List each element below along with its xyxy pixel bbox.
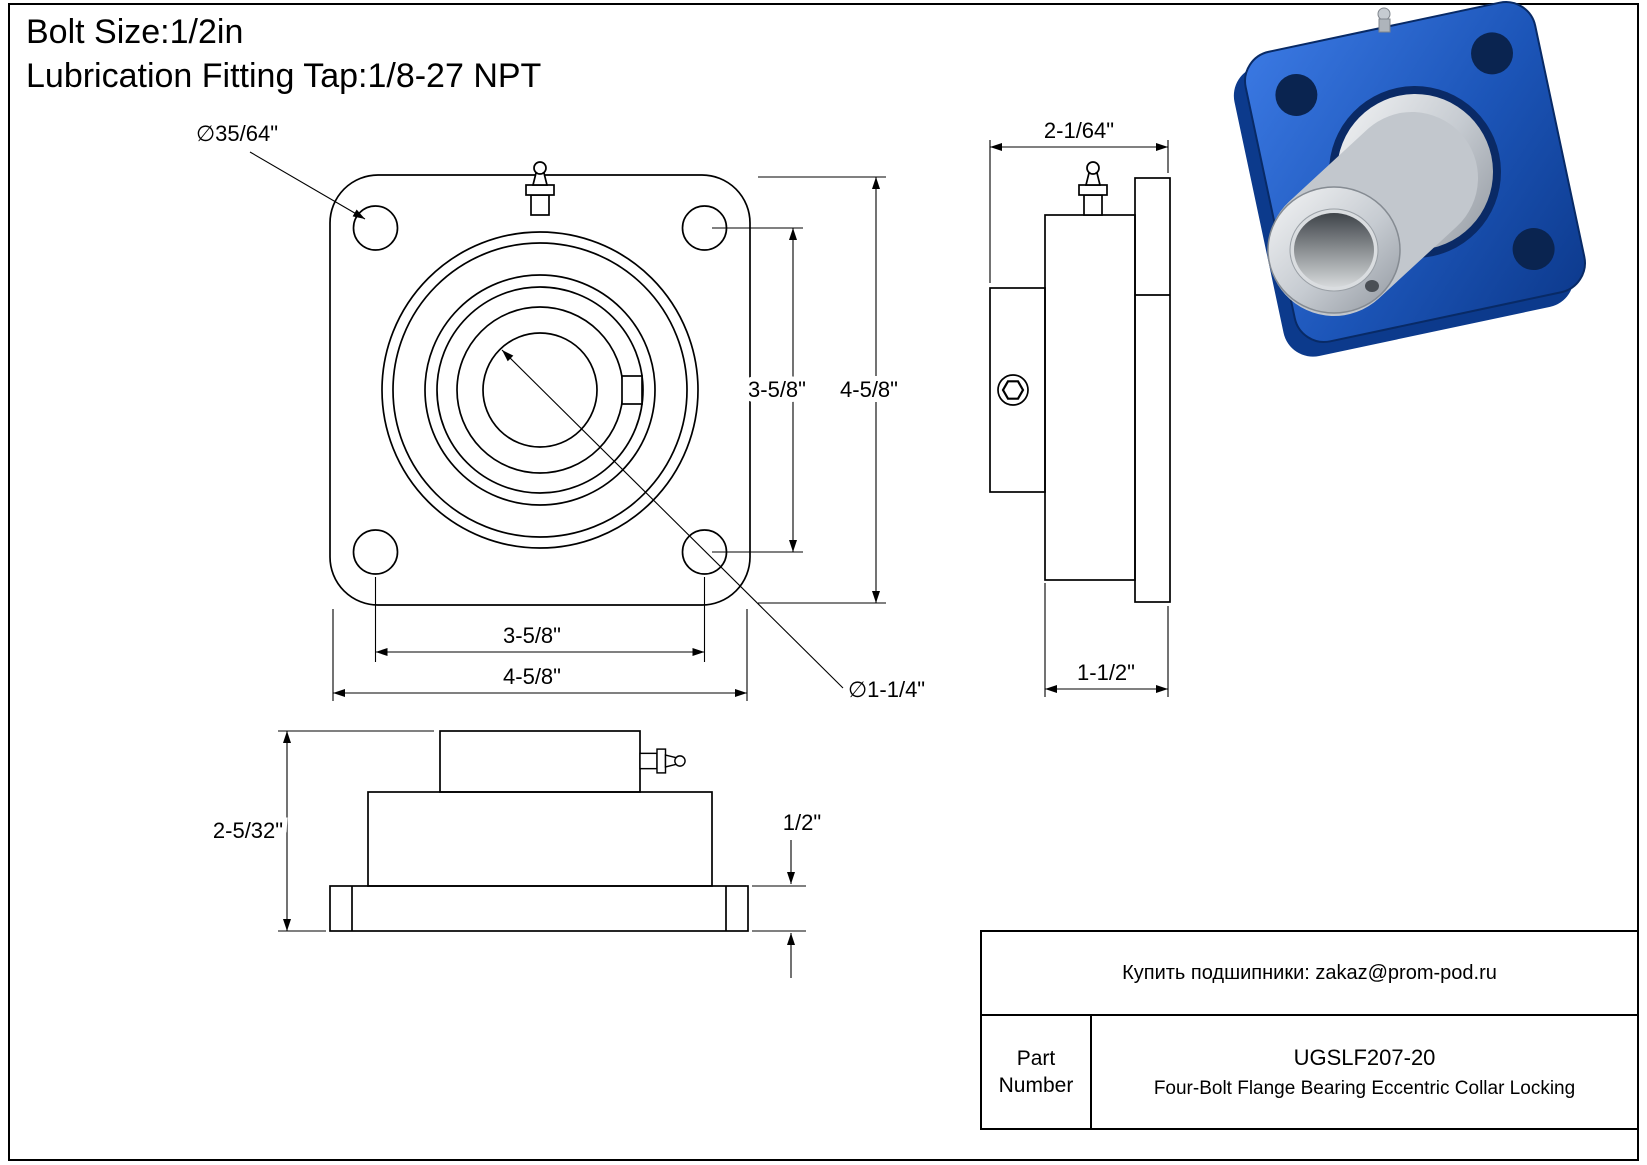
dim-bolt-spacing-horizontal: 3-5/8" xyxy=(374,577,706,662)
contact-row: Купить подшипники: zakaz@prom-pod.ru xyxy=(982,932,1637,1016)
part-info: UGSLF207-20 Four-Bolt Flange Bearing Ecc… xyxy=(1092,1016,1637,1128)
dim-label-overall-height: 4-5/8" xyxy=(840,377,898,402)
dim-label-bolt-spacing-h: 3-5/8" xyxy=(503,623,561,648)
bolt-hole-3d xyxy=(1275,73,1318,116)
grease-fitting-3d-base xyxy=(1378,18,1391,33)
bolt-hole-3d xyxy=(1512,228,1555,271)
dim-overall-width: 4-5/8" xyxy=(332,609,748,701)
collar-profile xyxy=(439,730,641,793)
dim-label-profile-height: 2-5/32" xyxy=(213,818,283,843)
bolt-hole-bottom-left xyxy=(352,529,399,575)
profile-view: 2-5/32" 1/2" xyxy=(208,730,821,978)
housing-profile xyxy=(367,791,713,887)
dim-label-bolt-hole: ∅35/64" xyxy=(196,121,278,146)
dim-bore-diameter: ∅1-1/4" xyxy=(501,349,930,707)
dim-overall-depth: 2-1/64" xyxy=(989,118,1169,283)
flange-side xyxy=(1134,177,1171,603)
flange-profile xyxy=(329,885,749,932)
part-number-value: UGSLF207-20 xyxy=(1293,1044,1436,1070)
locking-slot xyxy=(621,375,643,405)
dim-label-overall-width: 4-5/8" xyxy=(503,664,561,689)
dim-bolt-hole-diameter: ∅35/64" xyxy=(196,121,366,220)
dim-housing-depth: 1-1/2" xyxy=(1044,583,1169,697)
lubrication-fitting-note: Lubrication Fitting Tap:1/8-27 NPT xyxy=(26,57,542,95)
contact-text: Купить подшипники: zakaz@prom-pod.ru xyxy=(1122,961,1497,984)
grease-fitting-front xyxy=(525,161,555,216)
dim-bolt-spacing-vertical: 3-5/8" xyxy=(712,227,811,553)
part-number-label: Part Number xyxy=(982,1016,1092,1128)
side-view: 2-1/64" 1-1/2" xyxy=(989,118,1171,697)
set-screw-3d xyxy=(1365,280,1379,292)
dim-label-flange-thickness: 1/2" xyxy=(783,810,821,835)
housing-side xyxy=(1044,214,1136,581)
front-view: ∅35/64" 3-5/8" 4-5/8" 3-5/8" xyxy=(196,121,930,707)
bolt-hole-top-left xyxy=(352,205,399,251)
grease-fitting-3d xyxy=(1377,7,1391,21)
dim-label-bore: ∅1-1/4" xyxy=(848,677,925,702)
set-screw xyxy=(997,374,1029,406)
bolt-size-note: Bolt Size:1/2in xyxy=(26,13,244,51)
bore-3d xyxy=(1294,213,1374,287)
dim-overall-height: 4-5/8" xyxy=(758,176,903,604)
dim-label-bolt-spacing-v: 3-5/8" xyxy=(748,377,806,402)
dim-label-overall-depth: 2-1/64" xyxy=(1044,118,1114,143)
bolt-hole-3d xyxy=(1471,32,1514,75)
grease-fitting-profile xyxy=(639,748,686,774)
grease-fitting-side xyxy=(1078,161,1108,216)
title-block: Купить подшипники: zakaz@prom-pod.ru Par… xyxy=(980,930,1639,1130)
dim-label-housing-depth: 1-1/2" xyxy=(1077,660,1135,685)
render-3d xyxy=(1233,1,1586,357)
part-description: Four-Bolt Flange Bearing Eccentric Colla… xyxy=(1153,1077,1576,1099)
part-row: Part Number UGSLF207-20 Four-Bolt Flange… xyxy=(982,1016,1637,1128)
drawing-header: Bolt Size:1/2in Lubrication Fitting Tap:… xyxy=(26,10,541,98)
dim-profile-height: 2-5/32" xyxy=(208,730,434,932)
bore-circle xyxy=(482,332,598,448)
dim-flange-thickness: 1/2" xyxy=(752,810,821,978)
